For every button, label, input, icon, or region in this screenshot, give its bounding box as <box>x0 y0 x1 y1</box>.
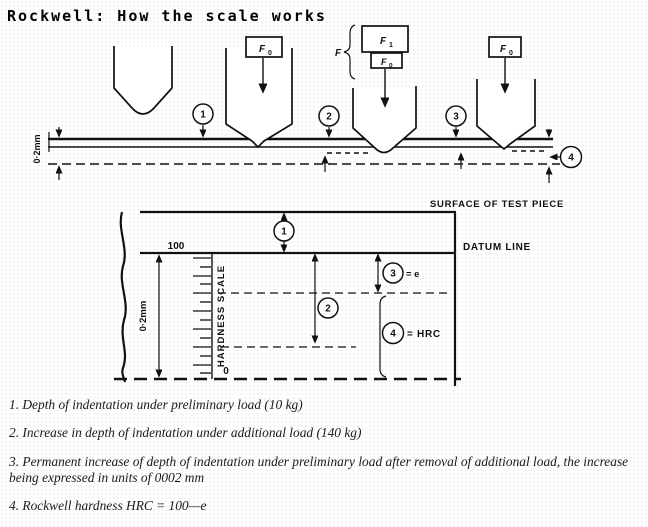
break-edge-wavy <box>119 211 127 383</box>
load-label-f0-mid: F <box>381 57 387 67</box>
note-2: 2. Increase in depth of indentation unde… <box>9 425 362 441</box>
scale-max-label: 100 <box>168 241 185 252</box>
balloon-4-num: 4 <box>568 153 574 164</box>
indenter-1 <box>113 46 173 115</box>
balloon-2-num: 2 <box>326 112 332 123</box>
balloon-3-lower <box>382 262 404 284</box>
ruler-ticks <box>193 257 211 374</box>
load-box-f1 <box>361 25 409 53</box>
balloon-3-lower-num: 3 <box>390 269 396 280</box>
indenter-4 <box>476 79 536 150</box>
balloon-1 <box>192 103 214 125</box>
balloon-1-lower-num: 1 <box>281 227 287 238</box>
brace-label-f: F <box>335 48 342 59</box>
load-sub-f1: 1 <box>389 42 393 49</box>
balloon-4 <box>559 145 583 169</box>
balloon-2-lower <box>317 297 339 319</box>
page-title: Rockwell: How the scale works <box>7 7 327 25</box>
load-label-f0-right: F <box>500 44 507 55</box>
dim-4-brace <box>379 295 387 378</box>
load-box-f0-right <box>488 36 522 58</box>
datum-label: DATUM LINE <box>463 242 531 253</box>
note-3: 3. Permanent increase of depth of indent… <box>9 453 629 486</box>
surface-label: SURFACE OF TEST PIECE <box>430 199 564 210</box>
notes-list: 1. Depth of indentation under preliminar… <box>9 397 645 527</box>
balloon-4-lower-num: 4 <box>390 329 396 340</box>
balloon-3-num: 3 <box>453 112 459 123</box>
lower-diagram: SURFACE OF TEST PIECE DATUM LINE 100 0 0… <box>114 199 564 386</box>
depth-label-lower: 0·2mm <box>138 301 149 332</box>
load-label-f0-left: F <box>259 44 266 55</box>
balloon-2 <box>318 105 340 127</box>
scale-min-label: 0 <box>223 366 229 377</box>
load-sub-f0-right: 0 <box>509 50 513 57</box>
balloon-4-lower <box>381 321 405 345</box>
note-1: 1. Depth of indentation under preliminar… <box>9 397 303 412</box>
note-4: 4. Rockwell hardness HRC = 100—e <box>9 498 207 514</box>
balloon-1-lower <box>273 220 295 242</box>
load-sub-f0-mid: 0 <box>389 63 393 70</box>
hardness-scale-label: HARDNESS SCALE <box>216 265 227 367</box>
balloon-3 <box>445 105 467 127</box>
load-label-f1: F <box>380 36 387 47</box>
depth-label-upper: 0·2mm <box>32 134 42 163</box>
balloon-1-num: 1 <box>200 110 206 121</box>
load-sub-f0-left: 0 <box>268 50 272 57</box>
figure-svg: F 0 F F 1 F 0 F 0 0·2mm 1 2 3 <box>32 24 583 386</box>
indenter-3 <box>352 86 417 154</box>
load-brace <box>343 24 356 80</box>
indenter-2 <box>225 48 293 148</box>
upper-diagram: F 0 F F 1 F 0 F 0 0·2mm 1 2 3 <box>32 24 583 183</box>
load-box-f0-left <box>245 36 283 58</box>
balloon-4-equals: = HRC <box>407 329 441 340</box>
balloon-2-lower-num: 2 <box>325 304 331 315</box>
balloon-3-equals: = e <box>406 269 419 280</box>
load-box-f0-mid <box>370 52 403 69</box>
